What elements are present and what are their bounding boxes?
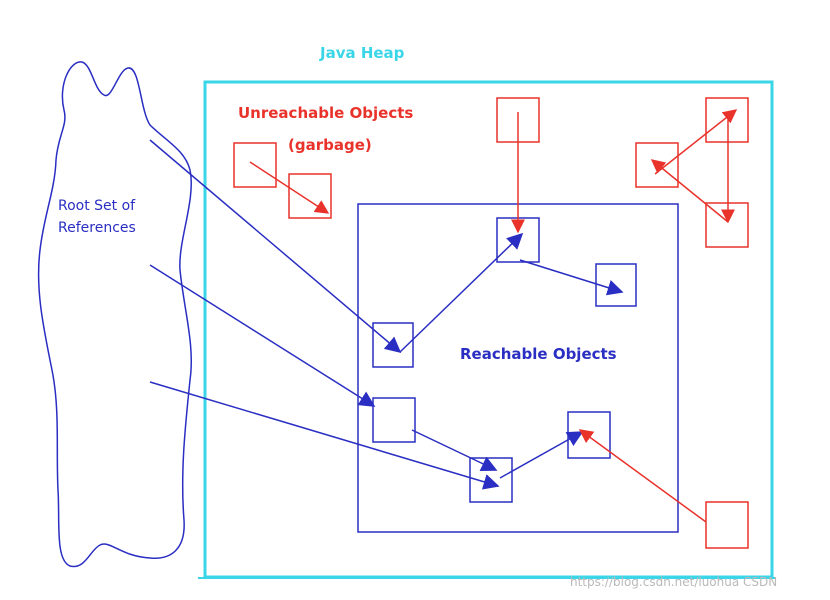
- root-ref-arrow-1: [149, 139, 402, 354]
- ref-arrow-1-to-2: [519, 259, 624, 296]
- root-set-label-line2: References: [58, 220, 136, 236]
- unreachable-label-line1: Unreachable Objects: [238, 104, 413, 122]
- root-set-label-line1: Root Set of: [58, 198, 136, 214]
- root-ref-arrow-2: [149, 264, 376, 407]
- reachable-object-6: [567, 411, 611, 459]
- reachable-object-4: [372, 397, 416, 443]
- unreachable-label-line2: (garbage): [288, 136, 372, 154]
- root-set-blob: [37, 61, 193, 568]
- garbage-arrow-1-to-2: [249, 161, 330, 214]
- garbage-arrow-6-to-4: [650, 159, 729, 223]
- ref-arrow-5-to-6: [499, 431, 584, 479]
- reachable-object-3: [372, 322, 414, 368]
- garbage-object-7: [705, 501, 749, 549]
- root-ref-arrow-3: [149, 381, 500, 490]
- garbage-object-6: [705, 202, 749, 248]
- garbage-object-1: [233, 142, 277, 188]
- ref-arrow-3-to-1: [399, 232, 524, 353]
- watermark: https://blog.csdn.net/luohua CSDN: [570, 575, 777, 589]
- garbage-object-4: [635, 142, 679, 188]
- garbage-arrow-4-to-5: [654, 109, 738, 175]
- reachable-label: Reachable Objects: [460, 345, 617, 363]
- reachable-region: [357, 203, 679, 533]
- ref-arrow-4-to-5: [411, 429, 498, 472]
- garbage-object-2: [288, 173, 332, 219]
- garbage-arrow-7-to-reachable-6: [578, 429, 707, 523]
- java-heap-label: Java Heap: [319, 44, 405, 62]
- reachable-object-2: [595, 263, 637, 307]
- garbage-object-5: [705, 97, 749, 143]
